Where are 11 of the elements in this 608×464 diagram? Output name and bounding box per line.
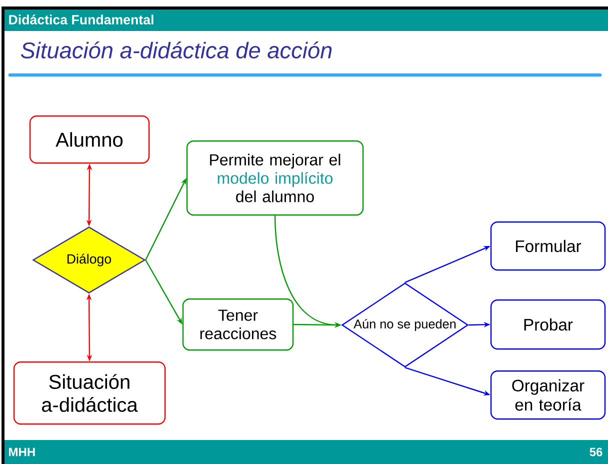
process-box: Formular (490, 221, 606, 271)
process-box: Tener reacciones (182, 298, 294, 351)
process-box: Alumno (29, 115, 150, 164)
page-number: 56 (590, 448, 602, 456)
process-box: Permite mejorar el modelo implícito del alumno (186, 140, 364, 216)
title: Situación a-didáctica de acción (20, 42, 332, 58)
process-box: Probar (490, 299, 606, 350)
footer-text: MHH (9, 448, 35, 456)
header-text: Didáctica Fundamental (9, 14, 154, 24)
process-box: Situación a-didáctica (13, 361, 166, 425)
process-box: Organizar en teoría (490, 370, 606, 420)
